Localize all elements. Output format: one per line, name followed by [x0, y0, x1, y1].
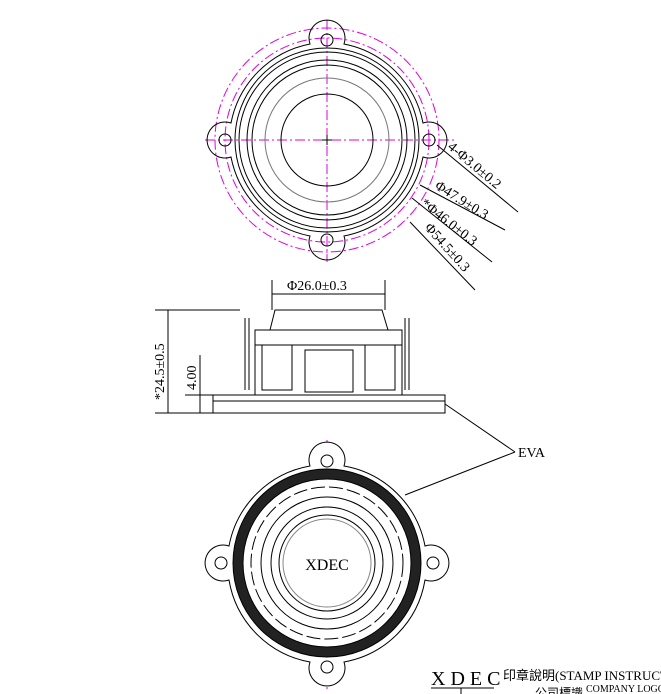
side-view: [155, 280, 446, 414]
bottom-logo-text: XDEC: [305, 557, 349, 574]
dim-mounting-holes: 4-Φ3.0±0.2: [444, 140, 503, 193]
stamp-sub-label: 公司標識: [535, 686, 583, 694]
stamp-logo: X D E C: [431, 668, 500, 690]
eva-leader: [404, 403, 516, 496]
eva-label: EVA: [518, 446, 546, 461]
top-view: [205, 19, 519, 291]
dim-base-4-00: 4.00: [185, 366, 200, 391]
stamp-sub-label-en: COMPANY LOGO: [586, 684, 661, 694]
dim-width-26-0: Φ26.0±0.3: [287, 279, 347, 294]
bottom-view: [204, 440, 450, 690]
dim-height-24-5: *24.5±0.5: [153, 343, 168, 400]
stamp-title: 印章說明(STAMP INSTRUCTION):: [503, 668, 661, 683]
